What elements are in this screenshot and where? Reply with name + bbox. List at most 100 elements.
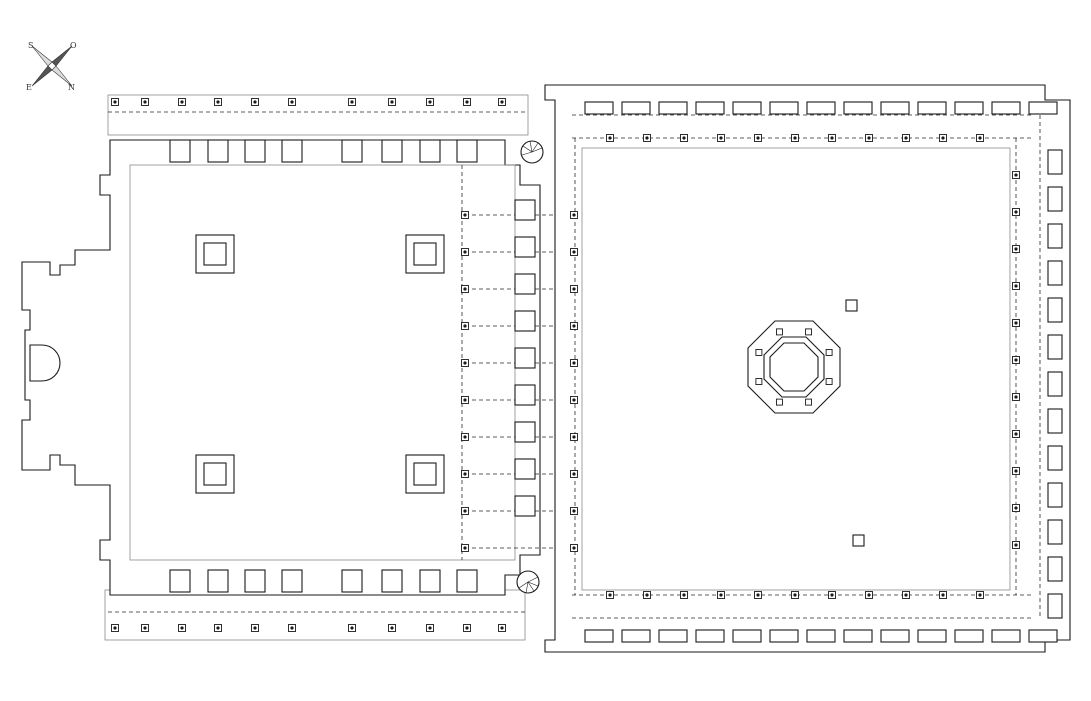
column-marker <box>570 322 578 330</box>
cell-block <box>658 101 688 115</box>
portico-columns <box>111 98 1020 632</box>
cell-block <box>769 629 799 643</box>
cell-block <box>1047 556 1063 582</box>
column-marker <box>288 624 296 632</box>
column-marker <box>939 134 947 142</box>
buttress <box>456 139 478 163</box>
cell-block <box>806 101 836 115</box>
column-marker <box>111 624 119 632</box>
column-marker <box>1012 430 1020 438</box>
fountain-column <box>825 378 833 385</box>
buttress <box>169 569 191 593</box>
small-plinth <box>852 534 865 547</box>
buttress <box>244 139 266 163</box>
column-marker <box>939 591 947 599</box>
column-marker <box>214 98 222 106</box>
buttress <box>514 273 536 295</box>
column-marker <box>461 433 469 441</box>
cell-block <box>658 629 688 643</box>
cell-block <box>991 629 1021 643</box>
cell-block <box>1047 482 1063 508</box>
fountain-column <box>805 398 812 406</box>
main-pier-sw <box>195 454 235 494</box>
column-marker <box>570 248 578 256</box>
cell-block <box>1028 101 1058 115</box>
column-marker <box>388 98 396 106</box>
column-marker <box>606 591 614 599</box>
column-marker <box>251 624 259 632</box>
buttress <box>456 569 478 593</box>
cell-block <box>584 629 614 643</box>
column-marker <box>498 98 506 106</box>
column-marker <box>461 470 469 478</box>
compass-rose-icon: S O E N <box>26 41 77 92</box>
column-marker <box>141 98 149 106</box>
column-marker <box>570 285 578 293</box>
buttress <box>169 139 191 163</box>
cell-block <box>1047 408 1063 434</box>
cell-block <box>621 101 651 115</box>
main-pier-se <box>405 454 445 494</box>
column-marker <box>680 134 688 142</box>
cell-block <box>917 101 947 115</box>
column-marker <box>643 591 651 599</box>
column-marker <box>754 134 762 142</box>
column-marker <box>251 98 259 106</box>
column-marker <box>1012 282 1020 290</box>
buttress <box>281 569 303 593</box>
column-marker <box>754 591 762 599</box>
buttress <box>514 347 536 369</box>
cell-block <box>695 629 725 643</box>
column-marker <box>976 591 984 599</box>
column-marker <box>791 591 799 599</box>
compass-label-north: N <box>68 83 75 92</box>
cell-block <box>1047 149 1063 175</box>
column-marker <box>463 98 471 106</box>
buttress <box>514 495 536 517</box>
north-portico-outline <box>107 94 529 136</box>
compass-label-south: S <box>28 41 33 50</box>
main-pier-nw <box>195 234 235 274</box>
cell-block <box>1047 297 1063 323</box>
buttress <box>381 139 403 163</box>
cell-block <box>621 629 651 643</box>
column-marker <box>1012 208 1020 216</box>
column-marker <box>214 624 222 632</box>
column-marker <box>1012 393 1020 401</box>
column-marker <box>828 591 836 599</box>
column-marker <box>498 624 506 632</box>
cell-block <box>954 101 984 115</box>
cell-block <box>1047 593 1063 619</box>
compass-label-east: E <box>26 83 32 92</box>
north-wall-buttresses <box>169 139 478 163</box>
column-marker <box>1012 541 1020 549</box>
buttress <box>341 139 363 163</box>
column-marker <box>865 591 873 599</box>
cell-block <box>991 101 1021 115</box>
fountain-column <box>755 349 763 356</box>
octagonal-fountain-icon <box>747 320 841 414</box>
cell-block <box>732 629 762 643</box>
column-marker <box>570 396 578 404</box>
column-marker <box>902 591 910 599</box>
spiral-stair-icon <box>516 570 540 594</box>
cell-block <box>732 101 762 115</box>
cell-block <box>584 101 614 115</box>
column-marker <box>348 98 356 106</box>
small-plinth <box>845 299 858 312</box>
column-marker <box>791 134 799 142</box>
column-marker <box>1012 356 1020 364</box>
buttress <box>341 569 363 593</box>
buttress <box>514 236 536 258</box>
fountain-column <box>825 349 833 356</box>
cell-block <box>1047 519 1063 545</box>
cell-block <box>880 629 910 643</box>
column-marker <box>388 624 396 632</box>
cell-block <box>769 101 799 115</box>
cell-block <box>1047 223 1063 249</box>
column-marker <box>1012 319 1020 327</box>
south-portico-outline <box>104 589 526 641</box>
column-marker <box>426 98 434 106</box>
buttress <box>514 199 536 221</box>
